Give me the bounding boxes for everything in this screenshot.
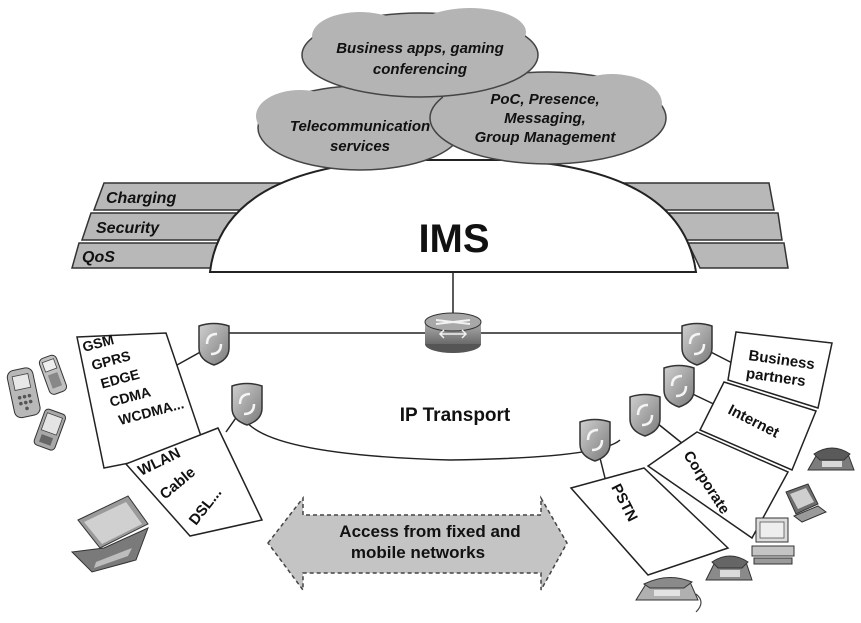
cloud-left-line-2: services (330, 138, 390, 155)
desk-phone-icon (635, 577, 702, 613)
ims-label: IMS (418, 217, 489, 261)
router-icon (424, 312, 482, 353)
band-label-qos: QoS (82, 249, 115, 266)
band-label-charging: Charging (106, 190, 176, 207)
service-bands: Charging Security QoS (71, 182, 789, 269)
access-arrow: Access from fixed and mobile networks (267, 495, 568, 593)
ip-transport-label: IP Transport (400, 405, 511, 426)
gateway-icon (578, 418, 612, 462)
laptop-icon (70, 495, 149, 573)
business-partners-box: Business partners (727, 331, 833, 409)
cloud-poc-presence: PoC, Presence, Messaging, Group Manageme… (429, 68, 667, 165)
mobile-phone-icon (38, 354, 68, 395)
desk-phone-icon (705, 555, 753, 581)
cloud-left-line-1: Telecommunication (290, 118, 430, 135)
cloud-right-line-1: PoC, Presence, (490, 91, 599, 108)
mobile-phone-icon (33, 408, 67, 451)
gateway-icon (197, 322, 231, 366)
ims-dome: IMS (208, 159, 698, 273)
mobile-phone-icon (6, 367, 41, 419)
desktop-computer-icon (751, 517, 795, 565)
gateway-icon (680, 322, 714, 366)
ip-transport-ring (244, 419, 621, 461)
desktop-computer-icon (785, 483, 827, 523)
cloud-right-line-2: Messaging, (504, 110, 586, 127)
mobile-access-box: GSM GPRS EDGE CDMA WCDMA... (76, 331, 206, 469)
cloud-business-apps: Business apps, gaming conferencing (301, 8, 539, 98)
fixed-access-box: WLAN Cable DSL... (124, 427, 264, 537)
band-qos-right (686, 242, 789, 269)
cloud-right-line-3: Group Management (475, 129, 617, 146)
cloud-top-line-2: conferencing (373, 61, 467, 78)
gateway-icon (230, 382, 264, 426)
gateway-icon (628, 393, 662, 437)
desk-phone-icon (807, 447, 855, 471)
access-gsm: GSM (81, 331, 116, 355)
arrow-text-line-2: mobile networks (351, 543, 485, 562)
arrow-text-line-1: Access from fixed and (339, 522, 520, 541)
band-label-security: Security (96, 220, 160, 237)
cloud-top-line-1: Business apps, gaming (336, 40, 504, 57)
gateway-icon (662, 364, 696, 408)
pstn-box: PSTN (569, 467, 730, 576)
internet-box: Internet (698, 381, 818, 471)
